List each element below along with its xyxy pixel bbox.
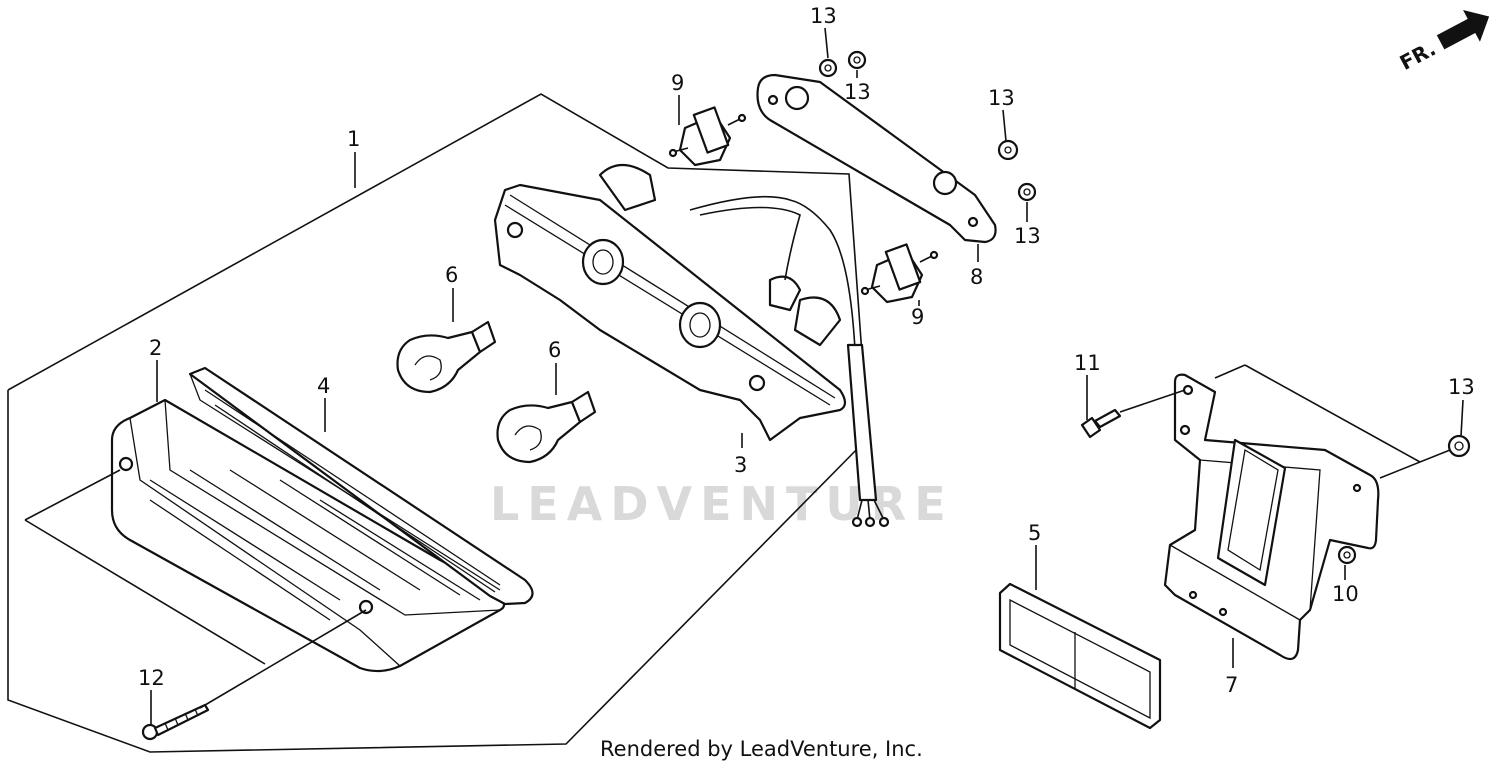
callout-13-c: 13 [988, 86, 1015, 110]
callout-11: 11 [1074, 351, 1101, 375]
callout-9-lower: 9 [911, 305, 924, 329]
callout-13-a: 13 [810, 4, 837, 28]
callout-9-upper: 9 [671, 71, 684, 95]
nut-13-a [818, 58, 838, 78]
callout-3: 3 [734, 453, 747, 477]
bulb-lower [496, 390, 597, 464]
callout-13-e: 13 [1448, 375, 1475, 399]
callout-4: 4 [317, 374, 330, 398]
lens-gasket [188, 366, 534, 606]
bolt-11 [1080, 408, 1122, 439]
stay-plate [756, 73, 997, 244]
callout-2: 2 [149, 336, 162, 360]
nut-13-e [1447, 434, 1471, 458]
leader-lines [24, 27, 1464, 725]
callout-12: 12 [138, 666, 165, 690]
screw-12 [141, 703, 210, 741]
nut-13-c [997, 139, 1019, 161]
credit-text: Rendered by LeadVenture, Inc. [600, 737, 923, 761]
lamp-housing [493, 163, 890, 528]
front-label: FR. [1396, 36, 1440, 75]
callout-7: 7 [1225, 673, 1238, 697]
callout-10: 10 [1332, 582, 1359, 606]
nut-13-b [847, 50, 867, 70]
callout-8: 8 [970, 265, 983, 289]
rubber-mount-upper [668, 106, 747, 167]
callout-5: 5 [1028, 521, 1041, 545]
bulb-upper [396, 320, 497, 394]
nut-13-d [1017, 182, 1037, 202]
rubber-mount-lower [860, 243, 939, 304]
callouts: 1 2 3 4 5 6 6 7 8 9 9 10 11 12 13 13 13 … [138, 4, 1475, 697]
callout-6-lower: 6 [548, 338, 561, 362]
tail-lamp-lens [110, 398, 506, 673]
callout-13-d: 13 [1014, 224, 1041, 248]
front-direction-arrow: FR. [1396, 10, 1490, 75]
callout-13-b: 13 [844, 80, 871, 104]
collar-10 [1337, 545, 1357, 565]
callout-6-upper: 6 [445, 263, 458, 287]
reflector [998, 582, 1162, 730]
license-bracket [1163, 373, 1380, 661]
callout-1: 1 [347, 127, 360, 151]
